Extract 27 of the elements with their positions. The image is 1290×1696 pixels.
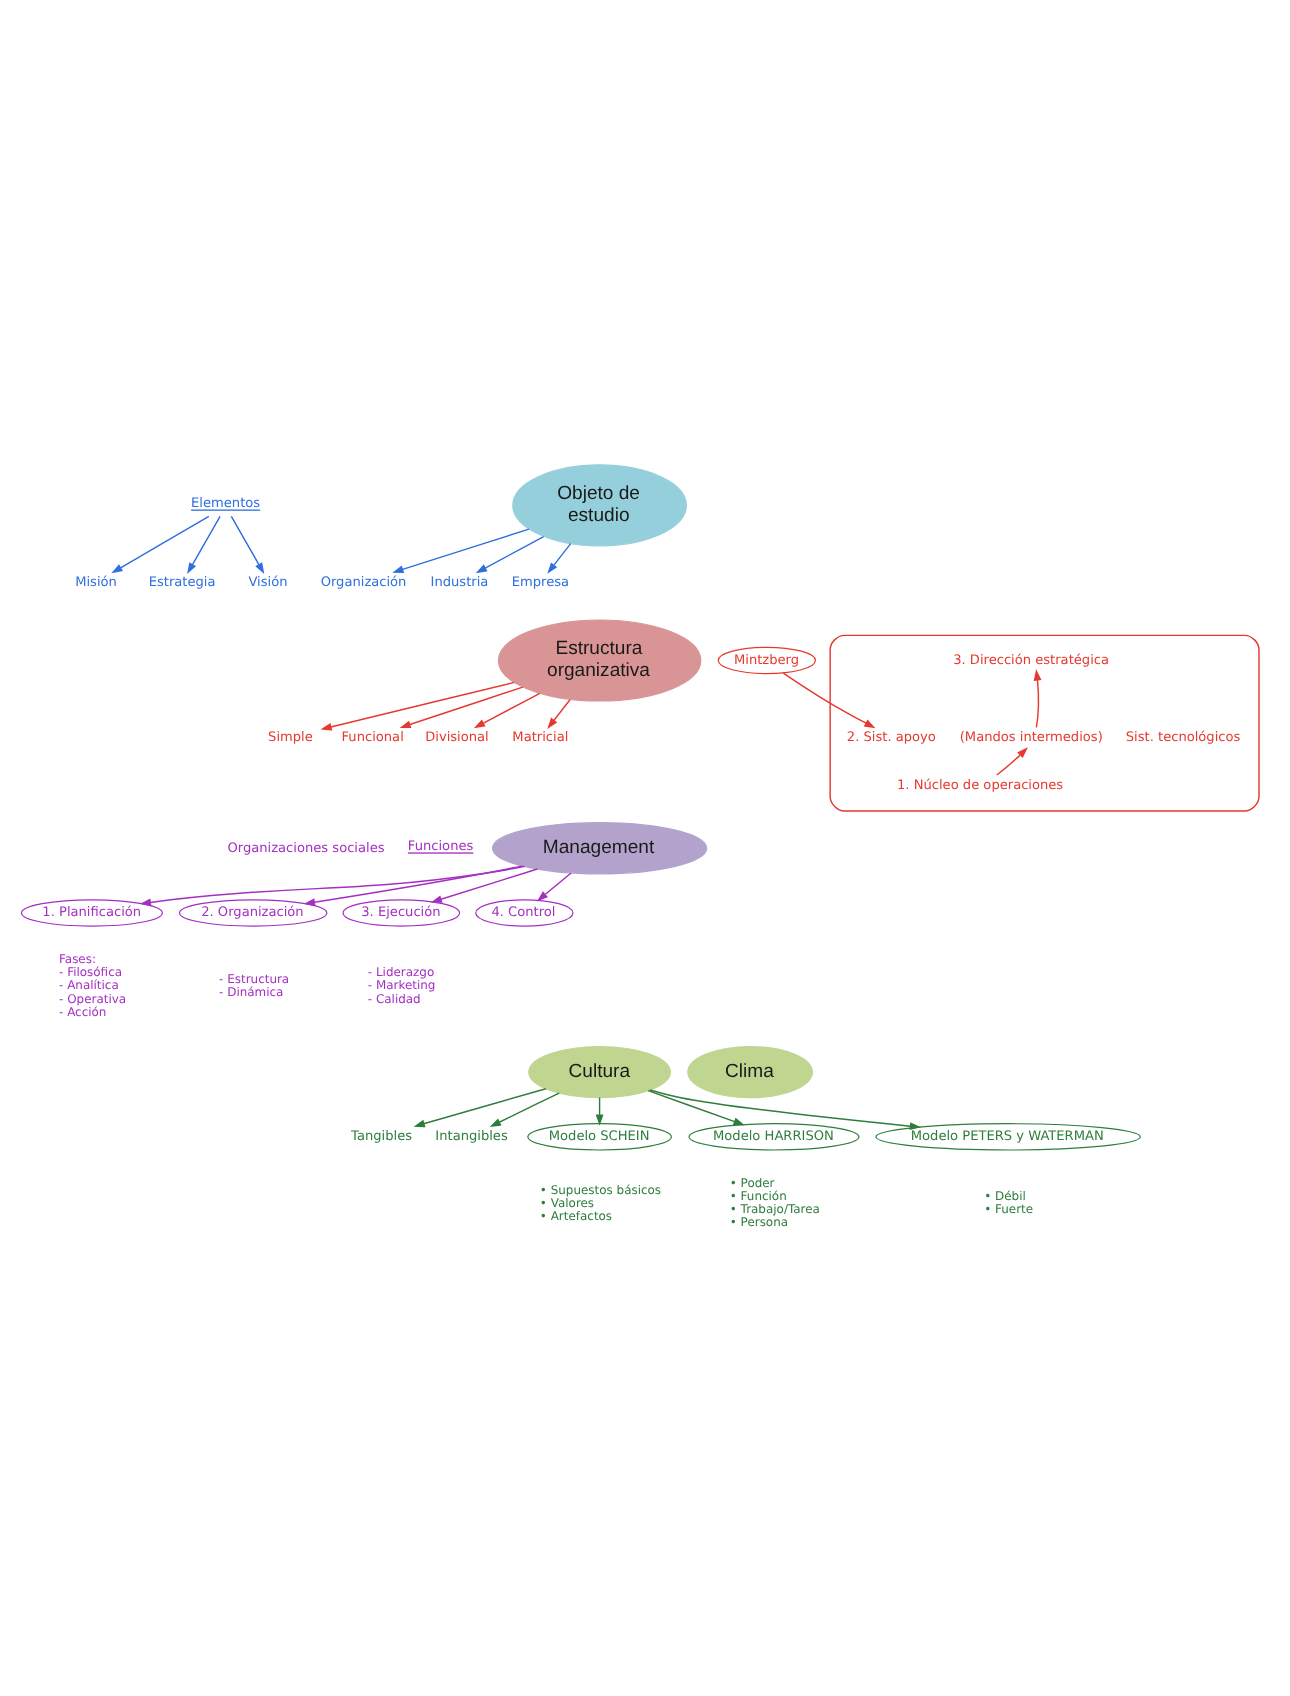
arrow <box>649 1089 922 1131</box>
arrow <box>413 1088 547 1128</box>
arrow <box>139 865 526 907</box>
arrow <box>392 528 530 574</box>
arrow <box>473 692 541 729</box>
arrow <box>430 868 539 903</box>
arrow <box>1033 669 1042 728</box>
arrow <box>647 1089 745 1126</box>
node-ellipse: Estructura organizativa <box>497 619 702 702</box>
arrow <box>399 686 524 729</box>
node-ellipse: Clima <box>687 1045 813 1099</box>
arrow <box>303 865 524 907</box>
node-ellipse: Objeto de estudio <box>512 464 687 547</box>
arrow <box>111 515 210 574</box>
arrow <box>996 747 1028 776</box>
cluster <box>829 634 1260 812</box>
arrow <box>547 699 571 729</box>
arrow <box>547 542 572 574</box>
node-ellipse: Management <box>491 822 708 875</box>
node-ellipse: Cultura <box>528 1045 671 1099</box>
arrow <box>489 1092 560 1127</box>
arrow <box>320 681 515 731</box>
arrow <box>475 535 545 574</box>
arrow <box>782 672 876 729</box>
arrow <box>230 515 265 574</box>
arrow <box>187 515 221 574</box>
arrow <box>536 872 572 902</box>
